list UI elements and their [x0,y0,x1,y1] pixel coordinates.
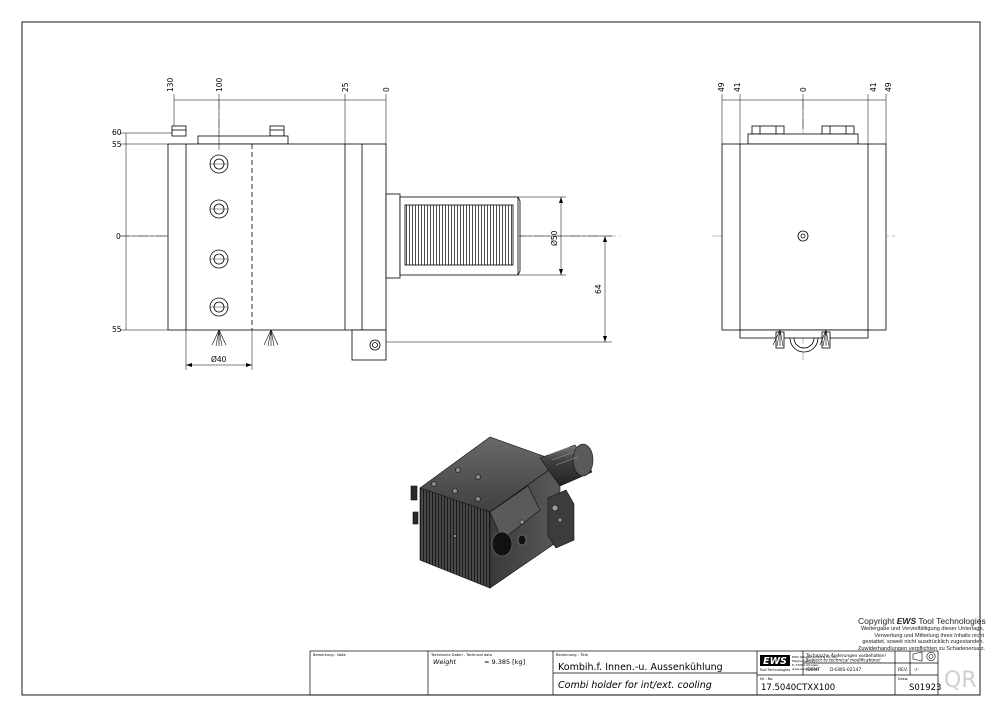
side-dimensions [721,94,887,144]
drawing-number: S01923 [909,683,941,693]
dim-top-0: 0 [382,87,391,92]
company-line4: www.ews-tools.de [792,667,819,671]
number-label: Nr - No [760,677,773,681]
svg-text:EWS: EWS [763,656,787,667]
front-arrows [186,197,607,367]
title-block [309,650,939,696]
weight-label: Weight [433,658,456,666]
svg-text:Tool Technologies: Tool Technologies [759,668,791,672]
part-number: 17.5040CTXX100 [761,683,835,693]
qr-placeholder: QR [944,668,977,693]
dim-left-0: 0 [116,232,121,241]
dim-64: 64 [594,284,603,294]
title-label: Benennung - Title [556,653,589,657]
copyright-line: Zuwiderhandlungen verpflichten zu Schade… [858,645,986,652]
modifications-english: Subject to technical modifications! [806,658,881,664]
copyright-title: Copyright EWS Tool Technologies [858,616,986,626]
dim-top-25: 25 [341,82,350,92]
drawing-label: Draw. [898,677,908,681]
tech-data-label: Technische Daten - Technical data [430,653,492,657]
copyright-line: Verwertung und Mitteilung ihres Inhalts … [874,632,984,639]
ident-label: IDENT [806,667,820,673]
sheet-border [21,21,981,696]
ews-logo: EWS Tool Technologies [759,655,791,672]
dim-left-60: 60 [112,128,122,137]
side-dim-49-left: 49 [717,82,726,92]
copyright-line: Weitergabe und Vervielfältigung dieser U… [860,626,984,632]
company-line2: Maybachstr. 1 [792,659,813,663]
remark-label: Bemerkung - Note [313,653,347,657]
dim-diameter-50: Ø50 [550,230,559,246]
front-holes [209,154,229,317]
projection-symbol-icon [912,651,936,662]
side-view [712,100,895,360]
modifications-german: Technische Änderungen vorbehalten! [805,652,886,659]
isometric-view [410,436,594,589]
dim-top-130: 130 [166,77,175,92]
title-german: Kombih.f. Innen.-u. Aussenkühlung [558,662,723,673]
weight-value: = 9.385 [kg] [484,658,525,666]
rev-value: -/- [914,667,919,673]
front-view [120,100,620,361]
dim-left-55-bottom: 55 [112,325,122,334]
copyright-notice: Copyright EWS Tool Technologies Weiterga… [858,616,986,652]
front-dimensions [120,94,612,370]
ident-value: D-EWS-02147 [830,667,861,673]
company-line3: D-73084 Uhingen [792,663,818,667]
copyright-line: gestattet, soweit nicht ausdrücklich zug… [862,639,984,646]
dim-diameter-40: Ø40 [211,355,227,364]
title-english: Combi holder for int/ext. cooling [558,680,712,691]
side-dim-41-left: 41 [733,82,742,92]
dim-top-100: 100 [215,77,224,92]
side-dim-41-right: 41 [869,82,878,92]
dim-left-55-top: 55 [112,140,122,149]
rev-label: REV. [898,667,908,673]
side-dim-0: 0 [799,87,808,92]
company-line1: EWS Weigele GmbH & Co. KG [792,655,837,659]
side-dim-49-right: 49 [884,82,893,92]
